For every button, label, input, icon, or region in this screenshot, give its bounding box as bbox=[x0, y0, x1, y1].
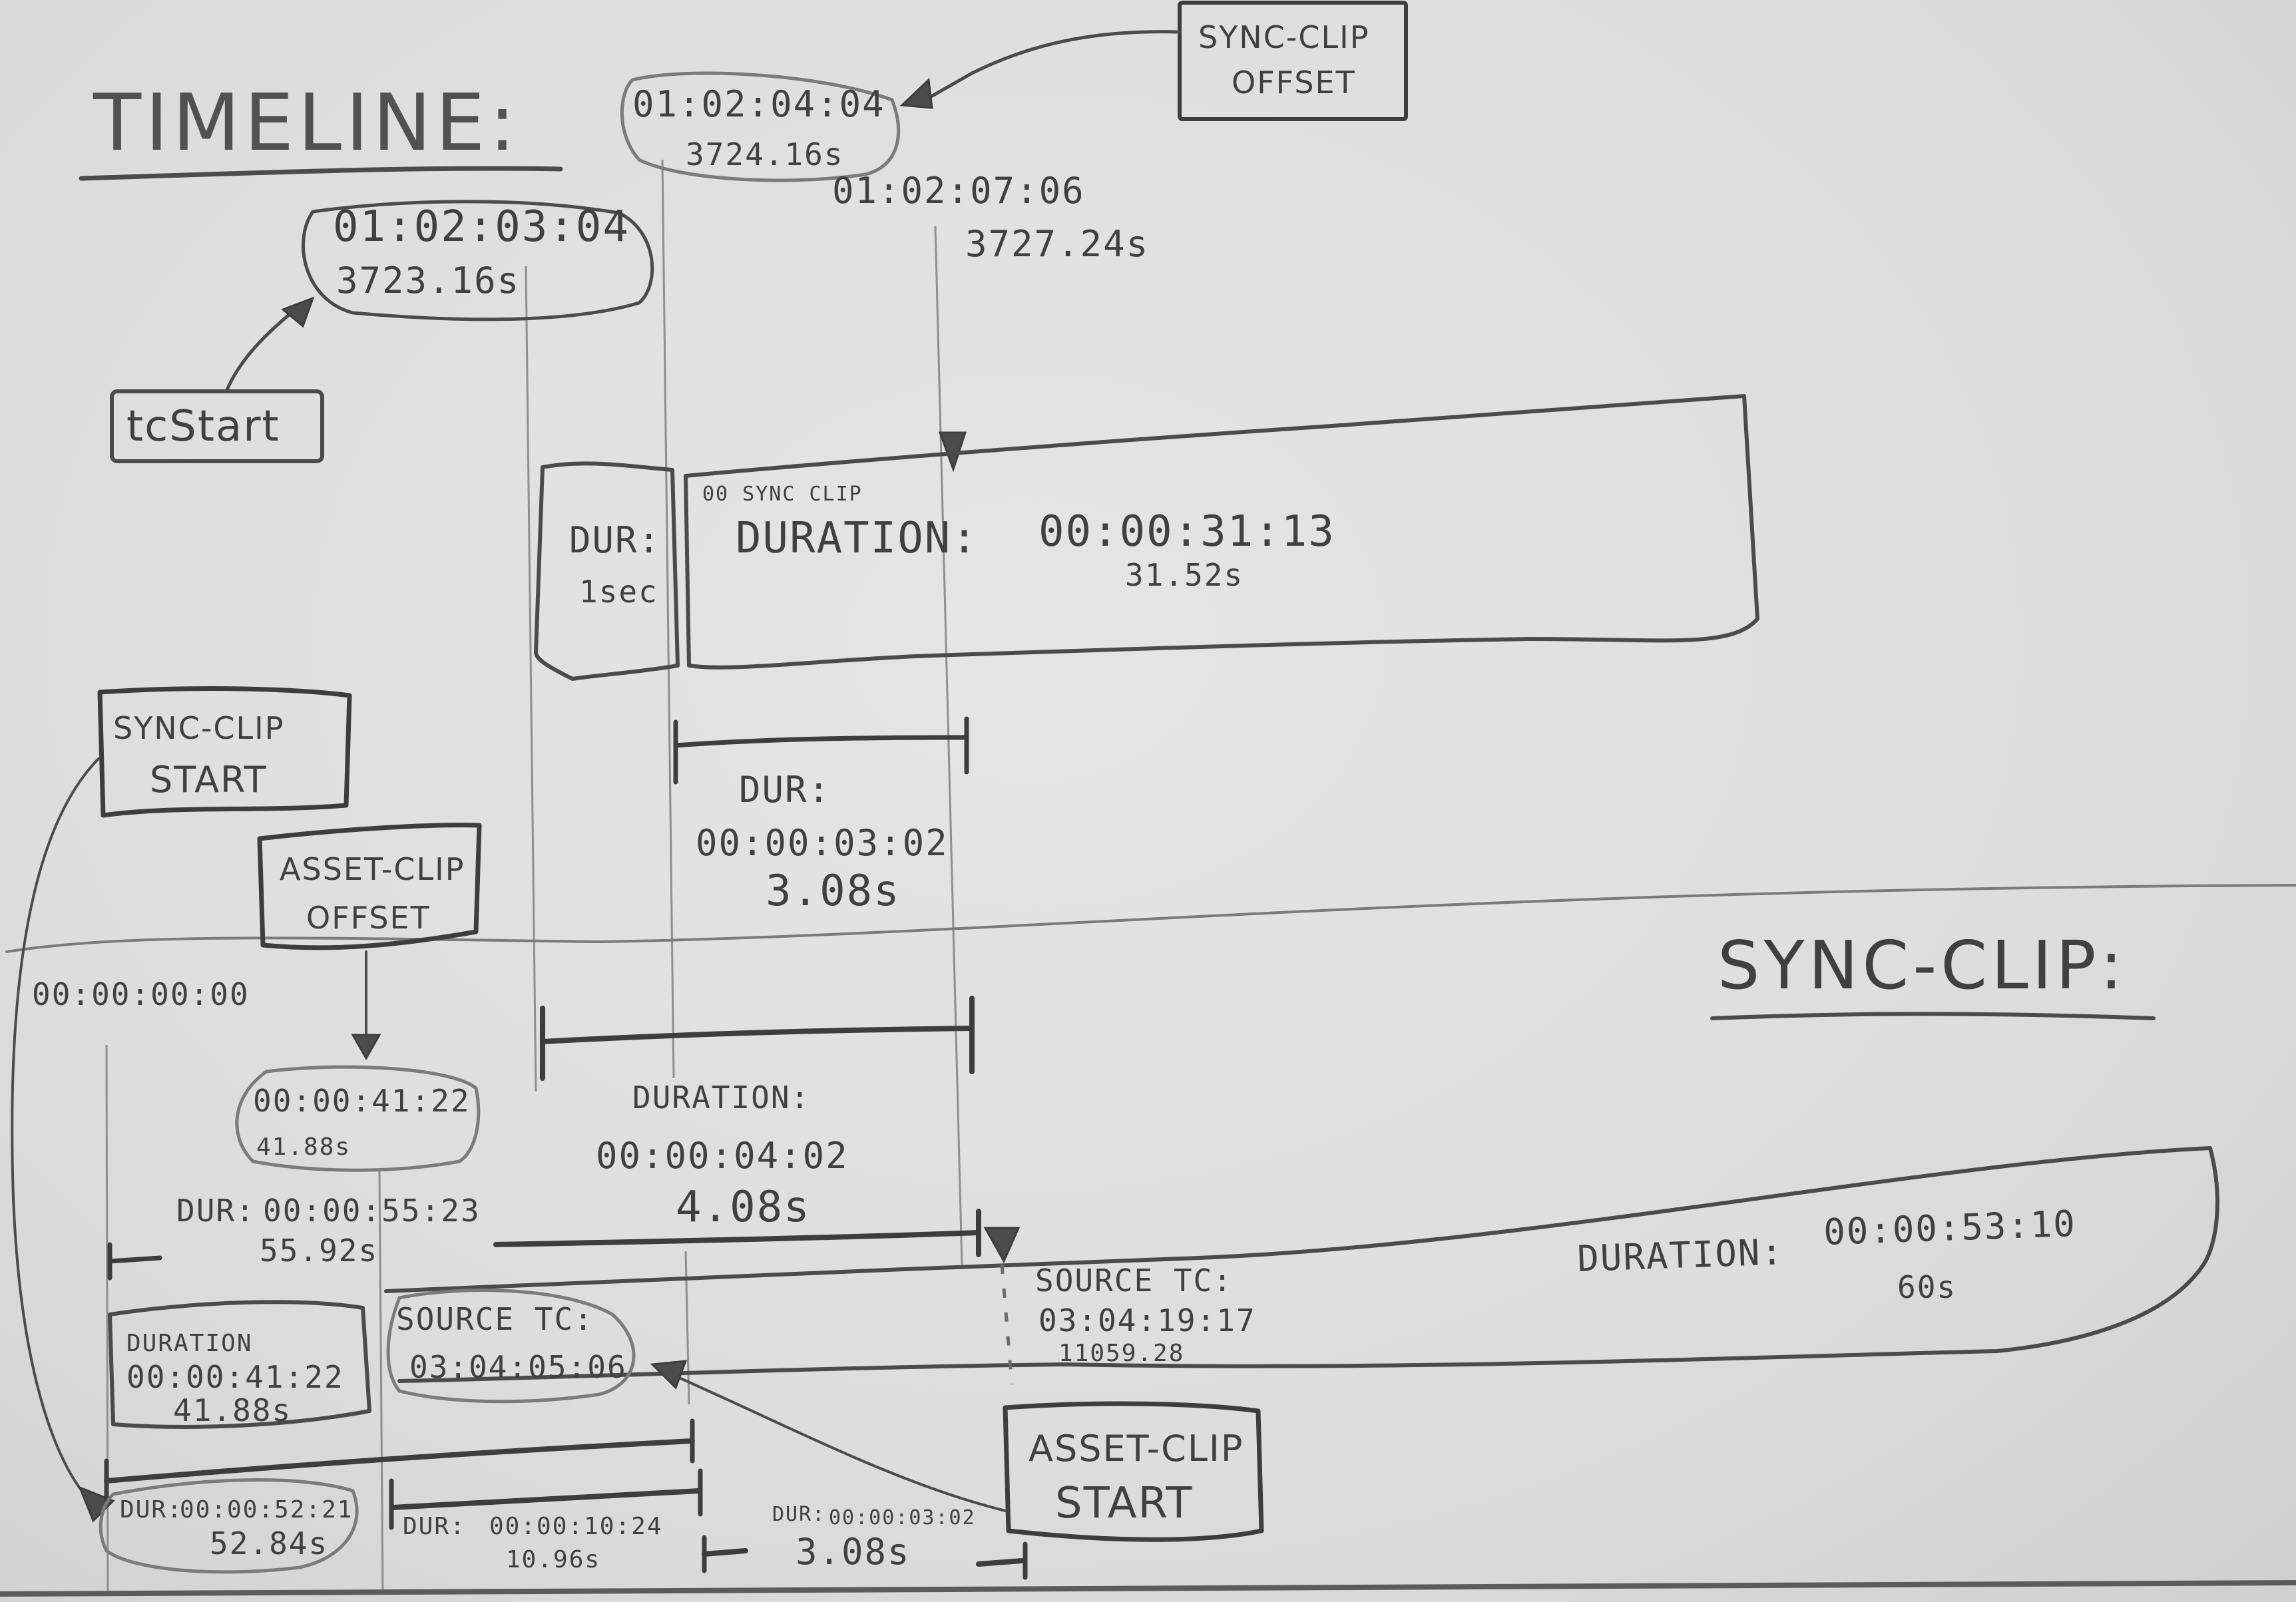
dur-start-playhead-seconds: 4.08s bbox=[676, 1183, 811, 1232]
paper-edge bbox=[0, 1580, 2296, 1597]
arrowhead-icon bbox=[351, 1034, 381, 1061]
asset-clip-offset-label-line2: OFFSET bbox=[306, 900, 431, 936]
sync-offset-arrow bbox=[923, 30, 1182, 102]
tc-start-timecode: 01:02:03:04 bbox=[333, 202, 630, 252]
source-tc-start-timecode: 03:04:05:06 bbox=[409, 1349, 627, 1385]
dur-bracket-offset-playhead bbox=[673, 735, 968, 748]
asset-clip-start-label-line1: ASSET-CLIP bbox=[1029, 1428, 1244, 1470]
sync-offset-bubble bbox=[620, 71, 901, 182]
dur-total-timecode: 00:00:52:21 bbox=[180, 1496, 353, 1523]
dur-start-playhead-timecode: 00:00:04:02 bbox=[596, 1135, 849, 1177]
arrowhead-icon bbox=[899, 77, 933, 109]
sync-offset-label-box bbox=[1178, 1, 1408, 121]
timeline-title: TIMELINE: bbox=[93, 77, 519, 168]
gap-clip-block bbox=[534, 461, 680, 681]
sync-clip-duration-seconds: 31.52s bbox=[1125, 557, 1244, 593]
sync-clip-main-block bbox=[384, 1146, 2219, 1383]
pre-clip-label: DURATION bbox=[126, 1330, 252, 1357]
sync-main-duration-seconds: 60s bbox=[1897, 1269, 1956, 1305]
guide-asset-offset bbox=[378, 1171, 384, 1595]
sync-clip-start-arrow bbox=[11, 757, 100, 1505]
source-tc-start-label: SOURCE TC: bbox=[396, 1301, 594, 1337]
arrowhead-icon bbox=[650, 1360, 688, 1390]
dur-total-seconds: 52.84s bbox=[210, 1525, 328, 1561]
sync-clip-title-underline bbox=[1710, 1012, 2156, 1020]
dur-marker-timecode: 00:00:55:23 bbox=[263, 1193, 481, 1229]
dur-start-playhead-label: DURATION: bbox=[632, 1080, 810, 1115]
dur-tail-right bbox=[976, 1558, 1025, 1567]
arrowhead-icon bbox=[281, 296, 315, 328]
dur-offset-timecode: 00:00:03:02 bbox=[696, 822, 949, 864]
gap-clip-value: 1sec bbox=[579, 574, 658, 610]
section-divider bbox=[5, 884, 2296, 953]
sync-clip-start-label-line2: START bbox=[150, 759, 268, 801]
pre-clip-timecode: 00:00:41:22 bbox=[126, 1359, 344, 1395]
timeline-title-underline bbox=[79, 166, 563, 181]
dur-tail-timecode: 00:00:03:02 bbox=[829, 1506, 976, 1529]
pre-clip-block bbox=[108, 1300, 371, 1429]
sync-main-duration-label: DURATION: bbox=[1576, 1231, 1785, 1280]
dur-total-label: DUR: bbox=[120, 1496, 183, 1523]
guide-sync-offset bbox=[661, 159, 675, 1079]
dur-asset-timecode: 00:00:10:24 bbox=[489, 1513, 662, 1540]
asset-clip-offset-label-line1: ASSET-CLIP bbox=[280, 851, 465, 887]
guide-playhead bbox=[934, 226, 963, 1265]
dur-marker-left-tick bbox=[107, 1255, 162, 1264]
asset-clip-start-arrow bbox=[678, 1376, 1007, 1512]
sync-clip-zero-tc: 00:00:00:00 bbox=[32, 976, 250, 1012]
source-marker-label: SOURCE TC: bbox=[1035, 1263, 1233, 1299]
asset-clip-start-label-line2: START bbox=[1055, 1479, 1193, 1528]
sync-clip-duration-tc: 00:00:31:13 bbox=[1038, 507, 1335, 556]
source-tc-start-bubble bbox=[386, 1289, 636, 1404]
dur-offset-seconds: 3.08s bbox=[766, 867, 901, 916]
dur-marker-seconds: 55.92s bbox=[260, 1233, 378, 1269]
pre-clip-seconds: 41.88s bbox=[173, 1392, 292, 1428]
sync-offset-label-line2: OFFSET bbox=[1232, 65, 1356, 100]
dur-tail-seconds: 3.08s bbox=[796, 1531, 911, 1573]
playhead-timecode: 01:02:07:06 bbox=[832, 170, 1085, 212]
sync-offset-seconds: 3724.16s bbox=[686, 136, 844, 172]
asset-clip-start-label-box bbox=[1003, 1401, 1264, 1542]
dur-asset-bracket bbox=[390, 1488, 702, 1510]
sync-offset-label-line1: SYNC-CLIP bbox=[1198, 19, 1369, 55]
sync-clip-start-label-line1: SYNC-CLIP bbox=[113, 710, 284, 746]
sync-clip-duration-label: DURATION: bbox=[736, 514, 979, 563]
asset-offset-seconds: 41.88s bbox=[256, 1133, 351, 1161]
sync-clip-title: SYNC-CLIP: bbox=[1718, 926, 2126, 1004]
dur-marker-right-arrow bbox=[493, 1230, 981, 1247]
source-marker-icon bbox=[983, 1227, 1021, 1264]
sync-offset-timecode: 01:02:04:04 bbox=[632, 83, 885, 125]
dur-tail-label: DUR: bbox=[772, 1503, 825, 1526]
dur-tail-left bbox=[702, 1548, 748, 1557]
tc-start-label: tcStart bbox=[126, 402, 280, 451]
sync-clip-start-label-box bbox=[97, 686, 352, 818]
tc-start-arrow bbox=[224, 304, 302, 393]
tc-start-bubble bbox=[302, 200, 654, 321]
dur-offset-label: DUR: bbox=[739, 769, 831, 811]
dur-total-bubble bbox=[99, 1478, 359, 1574]
dur-bracket-start-playhead bbox=[540, 1026, 975, 1044]
source-marker-dashed-line bbox=[1000, 1264, 1014, 1385]
source-marker-timecode: 03:04:19:17 bbox=[1038, 1302, 1256, 1338]
tc-start-label-box bbox=[110, 389, 324, 463]
dur-asset-label: DUR: bbox=[403, 1513, 466, 1540]
source-marker-seconds: 11059.28 bbox=[1058, 1340, 1184, 1367]
sync-main-duration-tc: 00:00:53:10 bbox=[1823, 1203, 2077, 1253]
timeline-sync-clip-block bbox=[684, 394, 1759, 670]
playhead-seconds: 3727.24s bbox=[965, 223, 1149, 265]
dur-asset-seconds: 10.96s bbox=[506, 1546, 600, 1573]
dur-marker-label: DUR: bbox=[176, 1193, 256, 1229]
sync-clip-name: 00 SYNC CLIP bbox=[702, 483, 863, 506]
asset-offset-timecode: 00:00:41:22 bbox=[253, 1083, 471, 1119]
asset-clip-offset-label-box bbox=[257, 823, 482, 950]
tc-start-seconds: 3723.16s bbox=[336, 260, 520, 301]
gap-clip-label: DUR: bbox=[569, 519, 661, 561]
guide-zero bbox=[105, 1044, 109, 1595]
asset-offset-bubble bbox=[235, 1065, 481, 1172]
dur-total-bracket bbox=[104, 1438, 695, 1484]
guide-tcstart bbox=[525, 266, 537, 1092]
